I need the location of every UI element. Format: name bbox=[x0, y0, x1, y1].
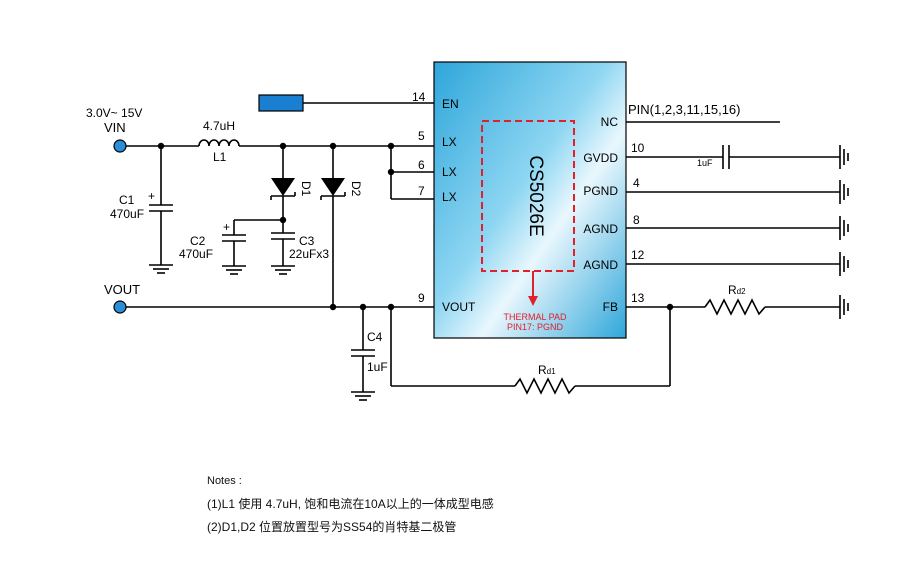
d2-label: D2 bbox=[349, 181, 363, 197]
vin-terminal bbox=[113, 139, 127, 153]
inductor-value: 4.7uH bbox=[203, 119, 235, 133]
thermal-pad-pin: PIN17: PGND bbox=[507, 322, 564, 332]
resistor-rd1 bbox=[514, 377, 576, 395]
rd2-label: Rd2 bbox=[728, 283, 746, 297]
c3-value: 22uFx3 bbox=[289, 247, 329, 261]
inductor-name: L1 bbox=[213, 150, 227, 164]
vout-label: VOUT bbox=[104, 282, 140, 297]
pin-name-pgnd: PGND bbox=[583, 184, 618, 198]
en-block bbox=[258, 94, 304, 112]
pin-name-lx7: LX bbox=[442, 190, 457, 204]
pin-num-5: 5 bbox=[418, 129, 425, 143]
pin-num-4: 4 bbox=[633, 176, 640, 190]
junction bbox=[329, 303, 337, 311]
pin-name-gvdd: GVDD bbox=[583, 151, 618, 165]
resistor-rd2 bbox=[704, 298, 766, 316]
vin-label: VIN bbox=[104, 120, 126, 135]
c4-name: C4 bbox=[367, 330, 383, 344]
nc-pins-label: PIN(1,2,3,11,15,16) bbox=[628, 102, 741, 117]
c1-polarity: + bbox=[148, 189, 155, 203]
gvdd-cap-value: 1uF bbox=[697, 158, 713, 168]
chip-name: CS5026E bbox=[525, 155, 546, 236]
pin-name-agnd12: AGND bbox=[583, 258, 618, 272]
thermal-arrow-head bbox=[528, 296, 538, 306]
pin-name-lx6: LX bbox=[442, 165, 457, 179]
c4-value: 1uF bbox=[367, 360, 388, 374]
pin-num-10: 10 bbox=[631, 141, 645, 155]
thermal-pad-label: THERMAL PAD bbox=[503, 312, 567, 322]
c1-value: 470uF bbox=[110, 207, 144, 221]
pin-num-9: 9 bbox=[418, 291, 425, 305]
ground-symbols-right bbox=[839, 145, 849, 319]
inductor-l1 bbox=[198, 139, 240, 147]
notes: Notes : (1)L1 使用 4.7uH, 饱和电流在10A以上的一体成型电… bbox=[207, 470, 494, 539]
pin-num-12: 12 bbox=[631, 248, 645, 262]
pin-num-13: 13 bbox=[631, 291, 645, 305]
chip-body bbox=[433, 61, 627, 339]
c2-value: 470uF bbox=[179, 247, 213, 261]
pin-name-lx5: LX bbox=[442, 135, 457, 149]
junction bbox=[387, 168, 395, 176]
vout-terminal bbox=[113, 300, 127, 314]
notes-title: Notes : bbox=[207, 475, 242, 487]
pin-num-14: 14 bbox=[412, 90, 426, 104]
d1-label: D1 bbox=[299, 181, 313, 197]
pin-name-vout: VOUT bbox=[442, 300, 476, 314]
note-line-2: (2)D1,D2 位置放置型号为SS54的肖特基二极管 bbox=[207, 520, 457, 534]
rd1-label: Rd1 bbox=[538, 363, 556, 377]
c2-polarity: + bbox=[223, 220, 230, 234]
pin-name-fb: FB bbox=[603, 300, 618, 314]
pin-name-nc: NC bbox=[601, 115, 619, 129]
c1-name: C1 bbox=[119, 193, 135, 207]
thermal-pad-outline bbox=[481, 120, 575, 272]
pin-num-8: 8 bbox=[633, 213, 640, 227]
pin-name-agnd8: AGND bbox=[583, 222, 618, 236]
c3-name: C3 bbox=[299, 234, 315, 248]
diode-d1 bbox=[271, 178, 295, 196]
pin-num-7: 7 bbox=[418, 184, 425, 198]
pin-num-6: 6 bbox=[418, 158, 425, 172]
note-line-1: (1)L1 使用 4.7uH, 饱和电流在10A以上的一体成型电感 bbox=[207, 497, 494, 511]
c2-name: C2 bbox=[190, 234, 206, 248]
diode-d2 bbox=[321, 178, 345, 196]
pin-name-en: EN bbox=[442, 97, 459, 111]
vin-range: 3.0V~ 15V bbox=[86, 106, 142, 120]
